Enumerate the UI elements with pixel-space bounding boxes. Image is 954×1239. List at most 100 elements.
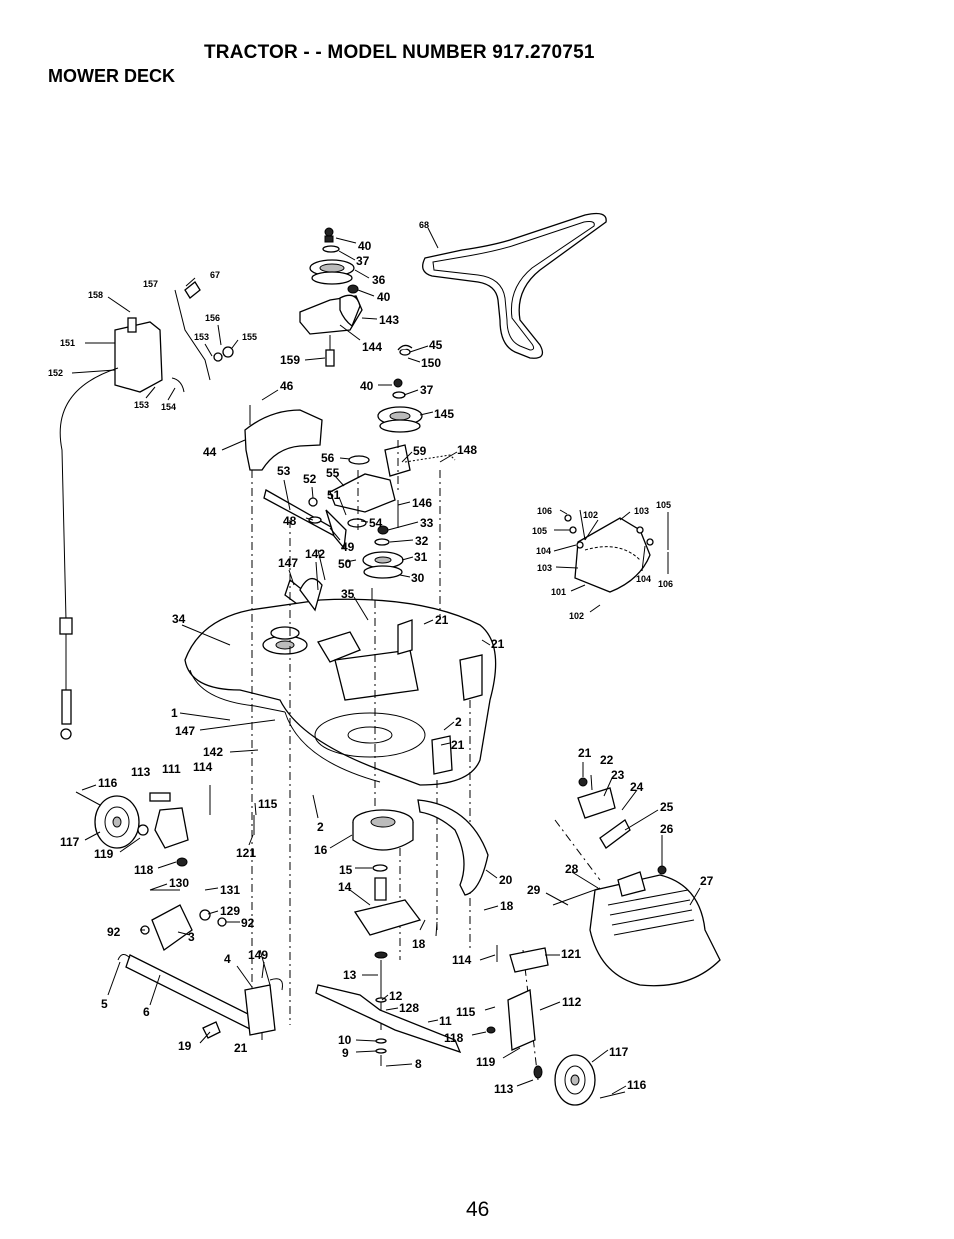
leader-lines	[71, 227, 701, 1095]
callout-40: 40	[358, 239, 372, 253]
right-gauge-wheel	[486, 945, 626, 1106]
upper-pulley-stack	[299, 227, 363, 367]
callout-37: 37	[356, 254, 370, 268]
callout-112: 112	[562, 995, 582, 1009]
section-title: MOWER DECK	[48, 66, 175, 86]
callout-1: 1	[171, 706, 178, 720]
callout-121: 121	[561, 947, 581, 961]
deck-housing	[184, 578, 497, 786]
callout-121: 121	[236, 846, 256, 860]
drive-belt	[422, 212, 607, 359]
callout-45: 45	[429, 338, 443, 352]
callout-152: 152	[48, 368, 63, 378]
callout-26: 26	[660, 822, 674, 836]
callout-103: 103	[537, 563, 552, 573]
callout-113: 113	[131, 765, 151, 779]
lift-cable	[59, 281, 234, 740]
callout-153: 153	[194, 332, 209, 342]
callout-117: 117	[609, 1045, 629, 1059]
callout-155: 155	[242, 332, 257, 342]
callout-5: 5	[101, 997, 108, 1011]
callout-54: 54	[369, 516, 383, 530]
callout-114: 114	[452, 953, 472, 967]
callout-157: 157	[143, 279, 158, 289]
callout-147: 147	[278, 556, 298, 570]
callout-67: 67	[210, 270, 220, 280]
callout-33: 33	[420, 516, 434, 530]
belt-guard	[244, 405, 323, 471]
callout-16: 16	[314, 843, 328, 857]
callout-29: 29	[527, 883, 541, 897]
callout-27: 27	[700, 874, 714, 888]
callout-142: 142	[305, 547, 325, 561]
callout-2: 2	[455, 715, 462, 729]
callout-119: 119	[476, 1055, 496, 1069]
callout-4: 4	[224, 952, 231, 966]
deflector-assembly	[564, 509, 669, 593]
idler-arm	[329, 454, 456, 528]
callout-10: 10	[338, 1033, 352, 1047]
callout-55: 55	[326, 466, 340, 480]
callout-128: 128	[399, 1001, 419, 1015]
callout-labels: 40 37 36 40 143 144 159 45 150 40 37 145…	[48, 220, 714, 1096]
callout-154: 154	[161, 402, 176, 412]
callout-142: 142	[203, 745, 223, 759]
callout-158: 158	[88, 290, 103, 300]
callout-22: 22	[600, 753, 614, 767]
callout-101: 101	[551, 587, 566, 597]
callout-28: 28	[565, 862, 579, 876]
callout-143: 143	[379, 313, 399, 327]
callout-15: 15	[339, 863, 353, 877]
callout-51: 51	[327, 488, 341, 502]
center-pulley	[362, 525, 404, 640]
callout-40: 40	[377, 290, 391, 304]
callout-113: 113	[494, 1082, 514, 1096]
callout-31: 31	[414, 550, 428, 564]
callout-115: 115	[456, 1005, 476, 1019]
callout-144: 144	[362, 340, 382, 354]
callout-19: 19	[178, 1039, 192, 1053]
callout-50: 50	[338, 557, 352, 571]
callout-14: 14	[338, 880, 352, 894]
callout-20: 20	[499, 873, 513, 887]
callout-53: 53	[277, 464, 291, 478]
callout-145: 145	[434, 407, 454, 421]
left-gauge-wheel	[75, 785, 255, 867]
callout-48: 48	[283, 514, 297, 528]
discharge-chute	[552, 777, 721, 987]
callout-147: 147	[175, 724, 195, 738]
callout-13: 13	[343, 968, 357, 982]
callout-103: 103	[634, 506, 649, 516]
belt-keeper	[417, 799, 489, 896]
callout-21: 21	[451, 738, 465, 752]
callout-114: 114	[193, 760, 213, 774]
callout-25: 25	[660, 800, 674, 814]
callout-115: 115	[258, 797, 278, 811]
callout-116: 116	[627, 1078, 647, 1092]
callout-68: 68	[419, 220, 429, 230]
callout-35: 35	[341, 587, 355, 601]
callout-8: 8	[415, 1057, 422, 1071]
callout-6: 6	[143, 1005, 150, 1019]
callout-40: 40	[360, 379, 374, 393]
front-linkage	[117, 889, 283, 1039]
callout-52: 52	[303, 472, 317, 486]
callout-146: 146	[412, 496, 432, 510]
page-number: 46	[466, 1198, 490, 1221]
callout-118: 118	[134, 863, 154, 877]
callout-21: 21	[435, 613, 449, 627]
callout-102: 102	[583, 510, 598, 520]
callout-105: 105	[656, 500, 671, 510]
callout-111: 111	[162, 762, 181, 776]
callout-104: 104	[636, 574, 651, 584]
callout-102: 102	[569, 611, 584, 621]
callout-106: 106	[537, 506, 552, 516]
callout-119: 119	[94, 847, 114, 861]
callout-9: 9	[342, 1046, 349, 1060]
callout-56: 56	[321, 451, 335, 465]
callout-159: 159	[280, 353, 300, 367]
callout-30: 30	[411, 571, 425, 585]
callout-12: 12	[389, 989, 403, 1003]
callout-2: 2	[317, 820, 324, 834]
